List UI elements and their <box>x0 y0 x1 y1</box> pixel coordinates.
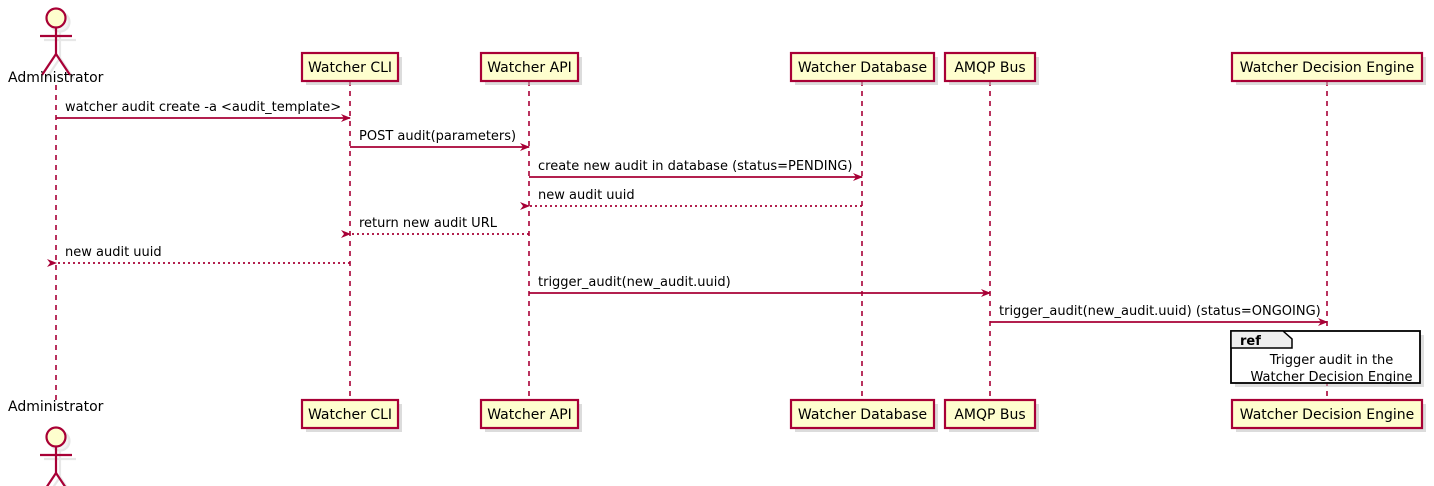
ref-text-line-2: Watcher Decision Engine <box>1251 370 1413 385</box>
message-label-8: trigger_audit(new_audit.uuid) (status=ON… <box>999 304 1321 319</box>
message-label-1: watcher audit create -a <audit_template> <box>65 100 341 115</box>
participant-box-db-footer[interactable] <box>789 398 936 430</box>
actor-admin-top[interactable]: Administrator <box>8 7 104 87</box>
actor-label-admin-top: Administrator <box>8 70 104 86</box>
participant-headers: Watcher CLI Watcher API Watcher Database AM… <box>300 51 1426 85</box>
participant-box-amqp-header[interactable] <box>943 51 1037 83</box>
participant-box-amqp-footer[interactable] <box>943 398 1037 430</box>
participant-label-cli-footer: Watcher CLI <box>308 407 392 423</box>
actor-label-admin-bottom: Administrator <box>8 399 104 415</box>
participant-label-amqp-footer: AMQP Bus <box>954 407 1025 423</box>
participant-box-cli-header[interactable] <box>300 51 400 83</box>
participant-box-wde-footer[interactable] <box>1230 398 1424 430</box>
participant-label-api-header: Watcher API <box>487 60 572 76</box>
message-label-5: return new audit URL <box>359 216 498 231</box>
participant-label-db-header: Watcher Database <box>798 60 927 76</box>
participant-box-wde-header[interactable] <box>1230 51 1424 83</box>
participant-box-db-header[interactable] <box>789 51 936 83</box>
participant-footers: Watcher CLI Watcher API Watcher Database AM… <box>300 398 1426 432</box>
actor-admin-bottom[interactable]: Administrator <box>8 399 104 486</box>
participant-label-cli-header: Watcher CLI <box>308 60 392 76</box>
messages-group: watcher audit create -a <audit_template>… <box>47 100 1328 326</box>
message-label-4: new audit uuid <box>538 188 635 203</box>
message-label-7: trigger_audit(new_audit.uuid) <box>538 275 731 290</box>
participant-box-api-footer[interactable] <box>479 398 580 430</box>
message-label-2: POST audit(parameters) <box>359 129 516 144</box>
participant-box-api-header[interactable] <box>479 51 580 83</box>
ref-keyword-label: ref <box>1240 334 1261 349</box>
lifelines-group <box>55 81 1328 400</box>
participant-label-wde-header: Watcher Decision Engine <box>1240 60 1414 76</box>
message-label-3: create new audit in database (status=PEN… <box>538 159 853 174</box>
participant-label-db-footer: Watcher Database <box>798 407 927 423</box>
message-label-6: new audit uuid <box>65 245 162 260</box>
ref-text-line-1: Trigger audit in the <box>1269 353 1394 368</box>
participant-label-api-footer: Watcher API <box>487 407 572 423</box>
participant-label-wde-footer: Watcher Decision Engine <box>1240 407 1414 423</box>
participant-box-cli-footer[interactable] <box>300 398 400 430</box>
participant-label-amqp-header: AMQP Bus <box>954 60 1025 76</box>
ref-keyword-tab <box>1230 330 1293 349</box>
